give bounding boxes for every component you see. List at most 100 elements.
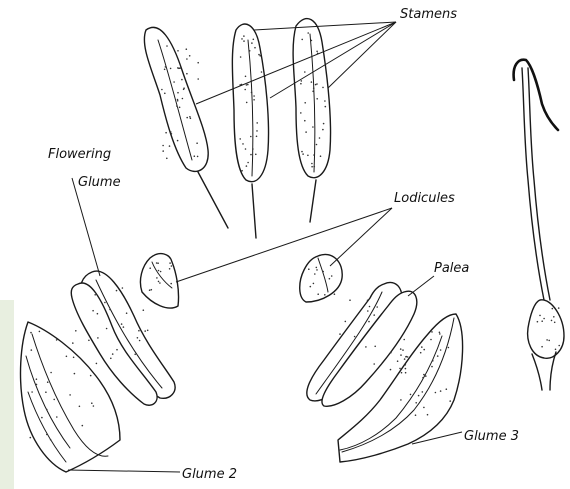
stipple-dot [176, 105, 178, 107]
stipple-dot [316, 267, 318, 269]
stipple-dot [247, 84, 249, 86]
stipple-dot [247, 162, 249, 164]
stipple-dot [316, 98, 318, 100]
stipple-dot [178, 68, 180, 70]
stipple-dot [94, 294, 96, 296]
stipple-dot [403, 339, 405, 341]
stipple-dot [415, 414, 417, 416]
stipple-dot [138, 330, 140, 332]
flowering-glume-label-line2: Glume [78, 175, 121, 190]
stipple-dot [546, 339, 548, 341]
stipple-dot [106, 328, 108, 330]
stipple-dot [166, 158, 168, 160]
stipple-dot [156, 262, 158, 264]
stipple-dot [439, 333, 441, 335]
stipple-dot [165, 66, 167, 68]
stipple-dot [374, 346, 376, 348]
stamen-1 [144, 27, 228, 228]
stipple-dot [261, 71, 263, 73]
stipple-dot [253, 99, 255, 101]
stamens-label: Stamens [400, 7, 457, 22]
stipple-dot [75, 330, 77, 332]
stipple-dot [431, 366, 433, 368]
stipple-dot [425, 375, 427, 377]
stipple-dot [390, 352, 392, 354]
stipple-dot [158, 281, 160, 283]
stipple-dot [246, 84, 248, 86]
stipple-dot [316, 83, 318, 85]
stipple-dot [45, 391, 47, 393]
stipple-dot [251, 92, 253, 94]
stipple-dot [258, 54, 260, 56]
lodicules-pointer [176, 208, 392, 282]
stipple-dot [179, 107, 181, 109]
stipple-dot [302, 153, 304, 155]
stipple-dot [430, 339, 432, 341]
stipple-dot [553, 316, 555, 318]
stipple-dot [253, 39, 255, 41]
stipple-dot [251, 42, 253, 44]
stipple-dot [329, 278, 331, 280]
stipple-dot [147, 330, 149, 332]
stipple-dot [169, 145, 171, 147]
stipple-dot [139, 340, 141, 342]
stipple-dot [256, 130, 258, 132]
stipple-dot [404, 358, 406, 360]
stipple-dot [157, 262, 159, 264]
stipple-dot [254, 47, 256, 49]
stipple-dot [304, 120, 306, 122]
stipple-dot [181, 79, 183, 81]
stipple-dot [164, 69, 166, 71]
stipple-dot [300, 112, 302, 114]
stipple-dot [410, 394, 412, 396]
stipple-dot [368, 321, 370, 323]
stipple-dot [304, 71, 306, 73]
stipple-dot [110, 358, 112, 360]
stipple-dot [345, 321, 347, 323]
stipple-dot [116, 290, 118, 292]
stipple-dot [122, 287, 124, 289]
stipple-dot [30, 332, 32, 334]
stipple-dot [246, 102, 248, 104]
stipple-dot [313, 166, 315, 168]
stipple-dot [240, 56, 242, 58]
stipple-dot [422, 391, 424, 393]
stipple-dot [422, 377, 424, 379]
stipple-dot [405, 368, 407, 370]
stipple-dot [186, 117, 188, 119]
stipple-dot [72, 342, 74, 344]
stipple-dot [316, 51, 318, 53]
stipple-dot [339, 333, 341, 335]
stipple-dot [30, 437, 32, 439]
stipple-dot [301, 151, 303, 153]
stipple-dot [170, 68, 172, 70]
stipple-dot [162, 150, 164, 152]
stipple-dot [300, 83, 302, 85]
stipple-dot [171, 265, 173, 267]
stipple-dot [189, 116, 191, 118]
stipple-dot [439, 332, 441, 334]
stipple-dot [79, 406, 81, 408]
stipple-dot [66, 356, 68, 358]
stipple-dot [56, 416, 58, 418]
stipple-dot [354, 336, 356, 338]
stipple-dot [245, 76, 247, 78]
stipple-dot [399, 368, 401, 370]
stipple-dot [390, 369, 392, 371]
stipple-dot [156, 277, 158, 279]
stipple-dot [400, 354, 402, 356]
stipple-dot [91, 402, 93, 404]
stipple-dot [250, 154, 252, 156]
stipple-dot [123, 326, 125, 328]
stipple-dot [313, 87, 315, 89]
stipple-dot [82, 425, 84, 427]
stipple-dot [50, 439, 52, 441]
stipple-dot [169, 262, 171, 264]
palea-label: Palea [434, 261, 469, 276]
stipple-dot [259, 55, 261, 57]
stipple-dot [322, 87, 324, 89]
stipple-dot [73, 357, 75, 359]
stipple-dot [46, 434, 48, 436]
